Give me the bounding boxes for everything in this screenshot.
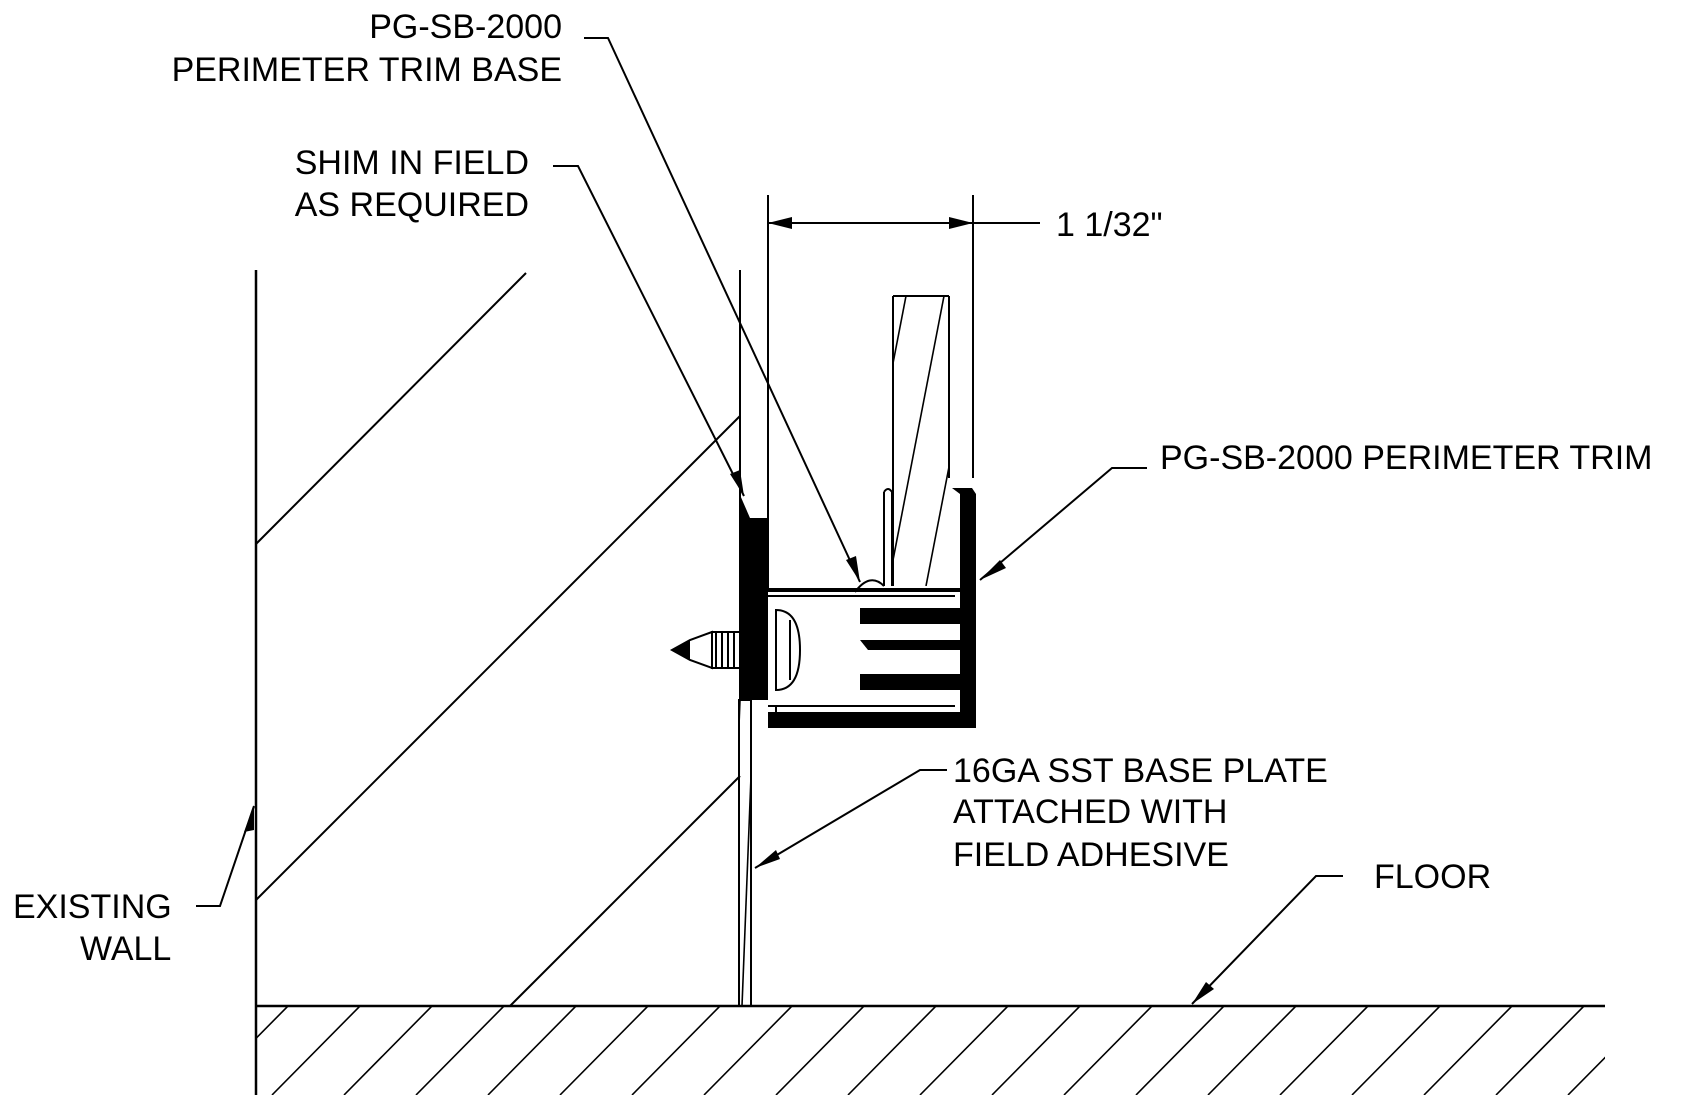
hatch-line (703, 1006, 793, 1095)
hatch-line (1423, 1006, 1513, 1095)
hatch-line (991, 1006, 1081, 1095)
screw-icon (669, 608, 802, 692)
hatch-line (1567, 1056, 1605, 1095)
base-plate-label-line1: 16GA SST BASE PLATE (953, 752, 1328, 790)
hatch-line (1279, 1006, 1369, 1095)
shim-label-line2: AS REQUIRED (295, 186, 529, 224)
hatch-line (714, 700, 726, 1006)
hatch-line (919, 1006, 1009, 1095)
hatch-line (559, 1006, 649, 1095)
hatch-line (847, 1006, 937, 1095)
dimension-label: 1 1/32" (1056, 206, 1163, 244)
trim-base-label-line1: PG-SB-2000 (369, 8, 562, 46)
hatch-line (1135, 1006, 1225, 1095)
hatch-line (893, 296, 907, 368)
hatch-line (255, 1006, 289, 1041)
hatch-line (700, 700, 712, 1006)
trim-base-label-line2: PERIMETER TRIM BASE (172, 51, 562, 89)
hatch-line (775, 1006, 865, 1095)
wall-label-line1: EXISTING (13, 888, 172, 926)
hatch-line (1351, 1006, 1441, 1095)
perimeter-trim-label: PG-SB-2000 PERIMETER TRIM (1160, 439, 1653, 477)
hatch-line (343, 1006, 433, 1095)
floor-slab (255, 1004, 1605, 1095)
hatch-line (1207, 1006, 1297, 1095)
hatch-line (487, 1006, 577, 1095)
hatch-line (756, 700, 768, 1006)
perimeter-trim-extrusion (669, 488, 976, 728)
shim-block (740, 495, 768, 700)
hatch-line (415, 1006, 505, 1095)
hatch-line (741, 756, 751, 1005)
base-plate (700, 699, 768, 1007)
base-plate-label-line2: ATTACHED WITH (953, 793, 1228, 831)
wall-label-line2: WALL (80, 930, 171, 968)
hatch-line (631, 1006, 721, 1095)
hatch-line (1495, 1006, 1585, 1095)
hatch-line (893, 296, 945, 565)
dimension-lines (767, 195, 1040, 590)
leaders (196, 37, 1343, 1005)
floor-label: FLOOR (1374, 858, 1491, 896)
shim-label-line1: SHIM IN FIELD (295, 144, 529, 182)
hatch-line (1063, 1006, 1153, 1095)
existing-wall (254, 270, 741, 1095)
base-plate-label-line3: FIELD ADHESIVE (953, 836, 1229, 874)
hatch-line (925, 462, 949, 586)
hatch-line (271, 1006, 361, 1095)
